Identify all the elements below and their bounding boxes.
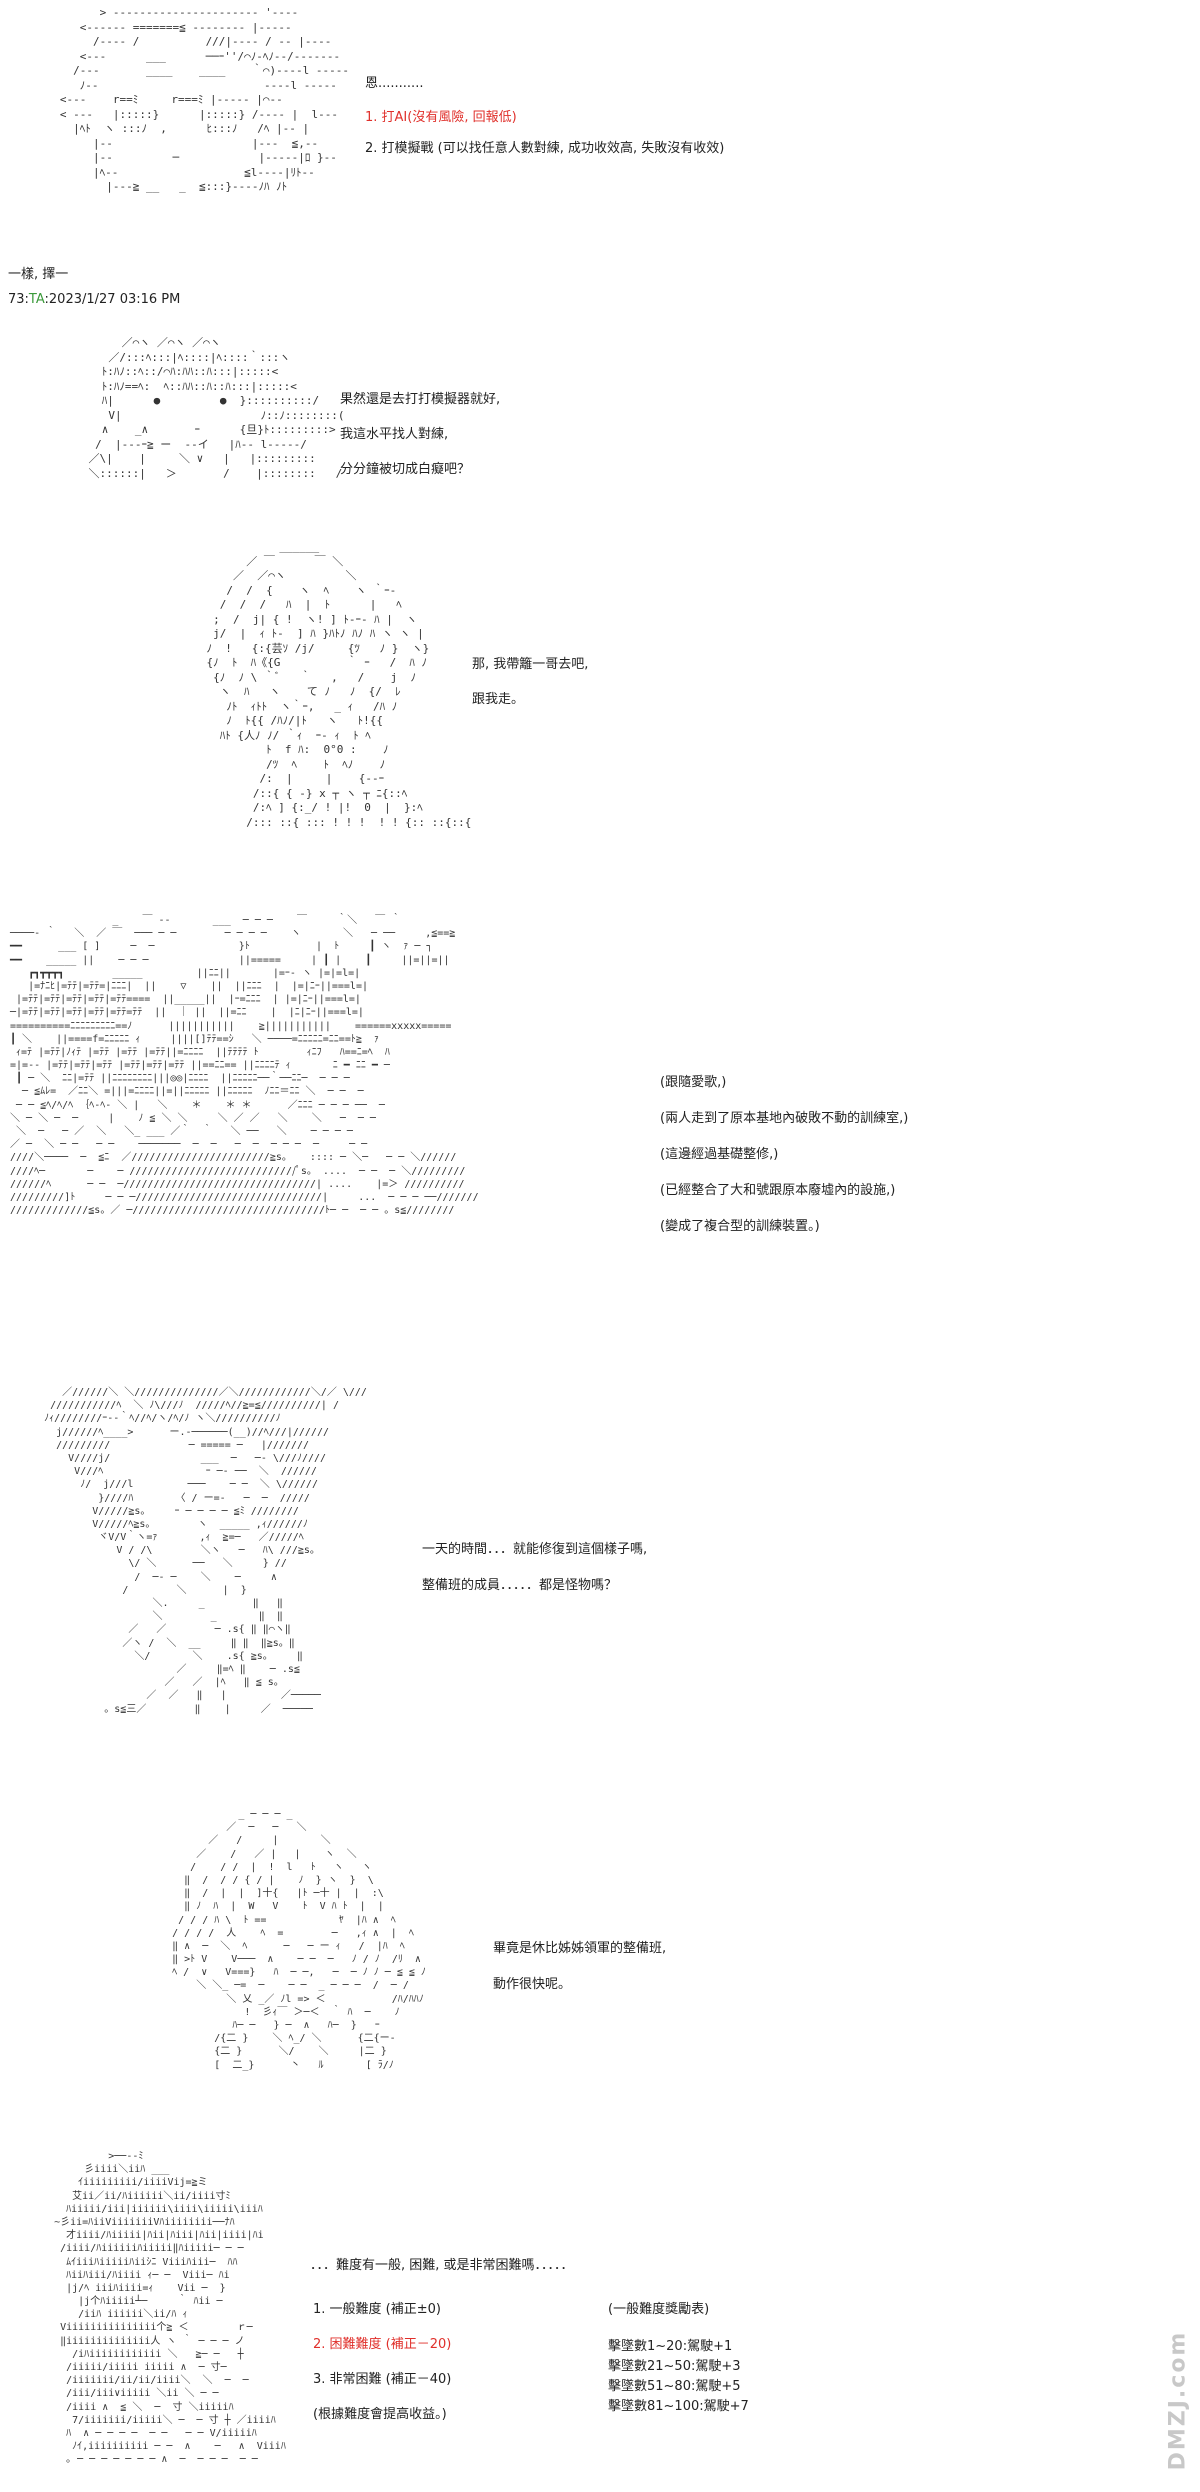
reward-table-title: (一般難度獎勵表) (608, 2302, 710, 2317)
difficulty-question: ．．．難度有一般, 困難, 或是非常困難嗎．．．．． (310, 2258, 574, 2273)
post-number: 73: (8, 292, 29, 307)
panel-6-dialogue: 畢竟是休比姊姊領軍的整備班, 動作很快呢。 (493, 1937, 666, 1992)
dialogue-line: 那, 我帶籬一哥去吧, (472, 657, 589, 672)
dialogue-line: 恩........... (365, 76, 424, 91)
narration-line: (跟隨愛歌,) (660, 1075, 727, 1090)
dialogue-line: 整備班的成員．．．．．都是怪物嗎？ (422, 1578, 618, 1593)
option-normal: 1. 一般難度 (補正±0) (313, 2302, 441, 2317)
ascii-art-training-room: _ ￣ -- ___ ─ ─ ─ ￣ ｀＼ ￣ ｀ ────‐ ｀ ＼ ／ ￣ … (10, 915, 479, 1217)
option-very-hard: 3. 非常困難 (補正－40) (313, 2372, 452, 2387)
dialogue-line: 跟我走。 (472, 692, 525, 707)
dialogue-line: 分分鐘被切成白癡吧？ (340, 462, 471, 477)
post-header: 73:TA:2023/1/27 03:16 PM (8, 292, 180, 307)
watermark-text: DMZJ.com (1165, 2330, 1191, 2470)
ascii-art-character-5: ／//////＼ ＼//////////////／＼////////////＼/… (44, 1387, 367, 1715)
dialogue-line: 我這水平找人對練, (340, 427, 449, 442)
ascii-art-character-2: ／⌒ヽ ／⌒ヽ ／⌒ヽ ／/:::ﾍ:::|ﾍ::::|ﾍ::::｀:::ヽ ﾄ… (88, 336, 345, 480)
dialogue-line: 一天的時間．．．就能修復到這個樣子嗎, (422, 1542, 648, 1557)
panel-5-dialogue: 一天的時間．．．就能修復到這個樣子嗎, 整備班的成員．．．．．都是怪物嗎？ (422, 1538, 647, 1593)
panel-2-dialogue: 果然還是去打打模擬器就好, 我這水平找人對練, 分分鐘被切成白癡吧？ (340, 388, 500, 477)
reward-row: 擊墜數1~20:駕駛+1 (608, 2339, 733, 2354)
post-date: :2023/1/27 03:16 PM (44, 292, 181, 307)
caption-text: 一樣, 擇一 (8, 267, 69, 282)
post-author: TA (28, 292, 45, 307)
reward-row: 擊墜數51~80:駕駛+5 (608, 2379, 741, 2394)
ascii-art-character-7: >──--ﾐ 彡iiii＼iiﾊ ___ ｲiiiiiiiii/iiiiVij=… (54, 2151, 286, 2466)
choice-option-red: 1. 打AI(沒有風險, 回報低) (365, 110, 517, 125)
narration-line: (兩人走到了原本基地內破敗不動的訓練室,) (660, 1111, 909, 1126)
difficulty-note: (根據難度會提高收益。) (313, 2407, 447, 2422)
reward-table: (一般難度獎勵表) 擊墜數1~20:駕駛+1 擊墜數21~50:駕駛+3 擊墜數… (608, 2298, 749, 2414)
choice-option: 2. 打模擬戰 (可以找任意人數對練, 成功收效高, 失敗沒有收效) (365, 141, 725, 156)
option-hard: 2. 困難難度 (補正－20) (313, 2337, 452, 2352)
narration-line: (變成了複合型的訓練裝置。) (660, 1219, 820, 1234)
dialogue-line: 果然還是去打打模擬器就好, (340, 392, 501, 407)
ascii-art-character-6: _ ─ ─ ─ _ ／ ─ ─ ＼ ／ / | ＼ ／ / ／ | | ヽ ＼ … (172, 1809, 426, 2071)
watermark-logo: DMZJ.com (1164, 2330, 1192, 2470)
narration-line: (這邊經過基礎整修,) (660, 1147, 779, 1162)
dialogue-line: 畢竟是休比姊姊領軍的整備班, (493, 1941, 667, 1956)
dialogue-line: 動作很快呢。 (493, 1977, 572, 1992)
reward-row: 擊墜數21~50:駕駛+3 (608, 2359, 741, 2374)
difficulty-options: 1. 一般難度 (補正±0) 2. 困難難度 (補正－20) 3. 非常困難 (… (313, 2298, 451, 2422)
reward-row: 擊墜數81~100:駕駛+7 (608, 2399, 749, 2414)
panel-4-narration: (跟隨愛歌,) (兩人走到了原本基地內破敗不動的訓練室,) (這邊經過基礎整修,… (660, 1071, 908, 1234)
panel-3-dialogue: 那, 我帶籬一哥去吧, 跟我走。 (472, 653, 588, 707)
narration-line: (已經整合了大和號跟原本廢墟內的設施,) (660, 1183, 896, 1198)
ascii-art-character-1: > ---------------------- '---- <------ =… (59, 6, 350, 194)
ascii-art-character-3: ______ ／ ￣ ￣ ＼ ／ ／⌒ヽ ＼ / / { ヽ ﾍ ヽ ｀ｰ- /… (206, 540, 472, 829)
panel-1-dialogue: 恩........... 1. 打AI(沒有風險, 回報低) 2. 打模擬戰 (… (365, 72, 724, 156)
